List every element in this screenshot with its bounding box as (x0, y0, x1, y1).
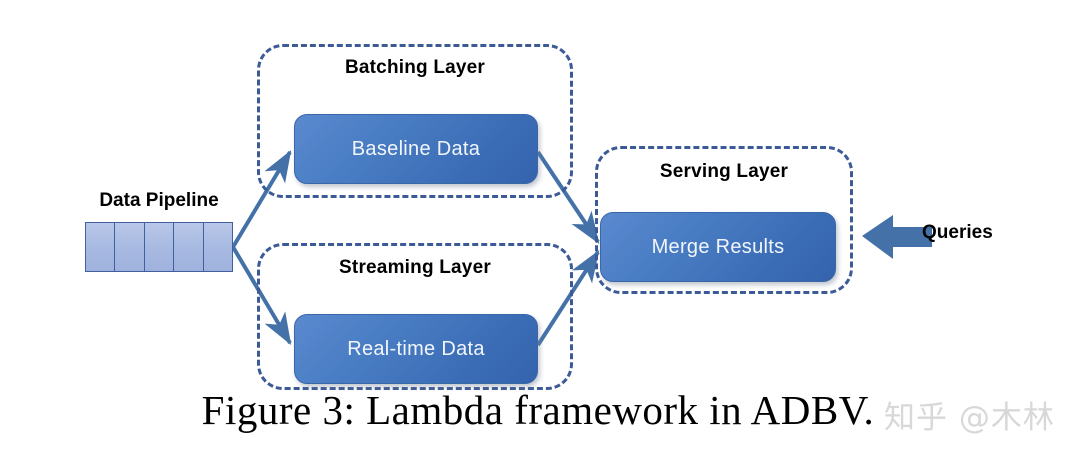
pipeline-segment (86, 223, 116, 271)
pipeline-label: Data Pipeline (99, 190, 219, 211)
serving-layer-container (595, 146, 853, 294)
batching-layer-title: Batching Layer (344, 57, 486, 78)
realtime-data-label: Real-time Data (347, 337, 485, 360)
batching-layer-container (257, 44, 573, 198)
streaming-layer-title: Streaming Layer (339, 257, 491, 278)
serving-layer-title: Serving Layer (659, 161, 789, 182)
merge-results-box: Merge Results (600, 212, 836, 282)
pipeline-segment (174, 223, 204, 271)
realtime-data-box: Real-time Data (294, 314, 538, 384)
pipeline-segment (204, 223, 232, 271)
merge-results-label: Merge Results (651, 235, 785, 258)
pipeline-segment (115, 223, 145, 271)
baseline-data-label: Baseline Data (351, 137, 481, 160)
baseline-data-box: Baseline Data (294, 114, 538, 184)
watermark-text: 知乎 @木林 (884, 400, 1055, 436)
figure-caption: Figure 3: Lambda framework in ADBV. (201, 387, 875, 433)
streaming-layer-container (257, 243, 573, 390)
pipeline-segment (145, 223, 175, 271)
queries-label: Queries (922, 222, 993, 243)
data-pipeline-bar (85, 222, 233, 272)
